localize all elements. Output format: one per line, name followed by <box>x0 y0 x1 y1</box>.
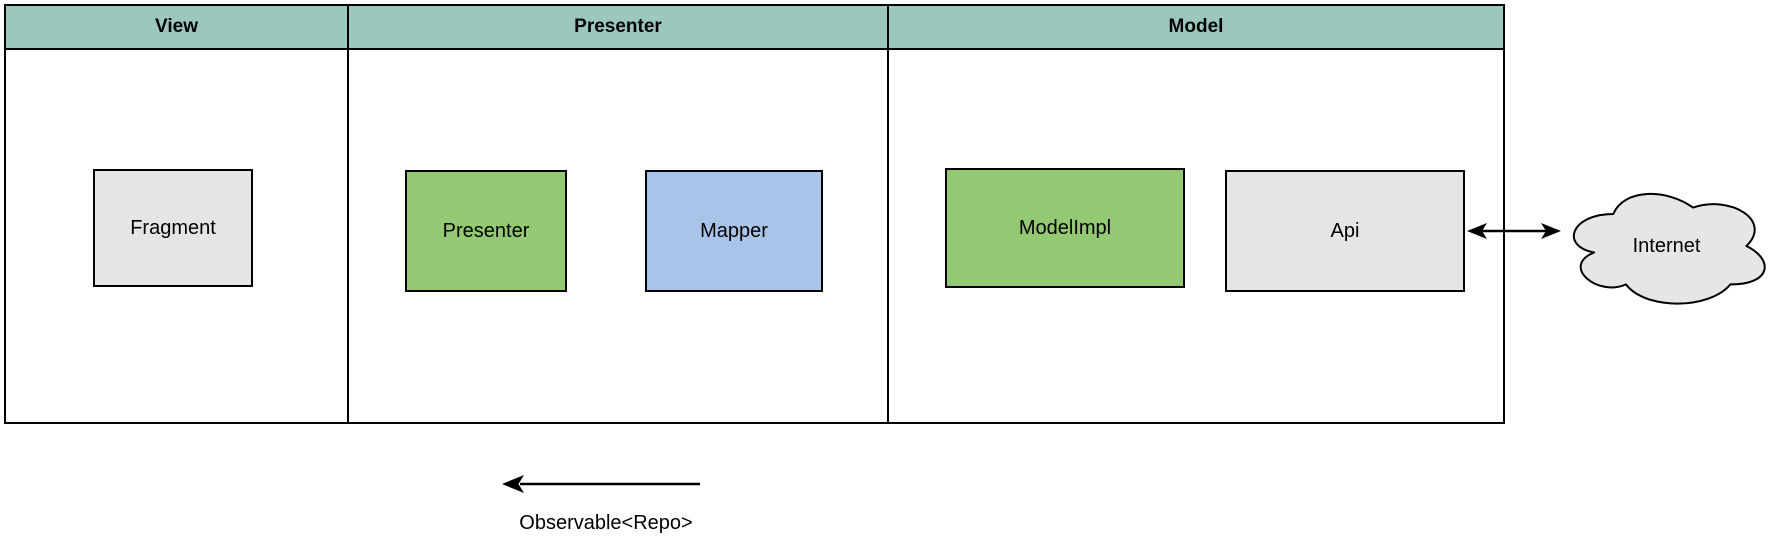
arrowhead-right-icon <box>1541 223 1561 239</box>
lane-header-model: Model <box>889 6 1503 50</box>
observable-repo-label: Observable<Repo> <box>519 512 693 534</box>
presenter-node: Presenter <box>405 170 567 292</box>
internet-label: Internet <box>1632 234 1701 257</box>
lane-header-presenter: Presenter <box>349 6 887 50</box>
arrowhead-observable-icon <box>502 475 524 493</box>
fragment-node: Fragment <box>93 169 253 287</box>
api-node: Api <box>1225 170 1465 292</box>
modelimpl-node: ModelImpl <box>945 168 1185 288</box>
lane-header-view: View <box>6 6 347 50</box>
mapper-node: Mapper <box>645 170 823 292</box>
observable-arrow <box>502 475 700 493</box>
